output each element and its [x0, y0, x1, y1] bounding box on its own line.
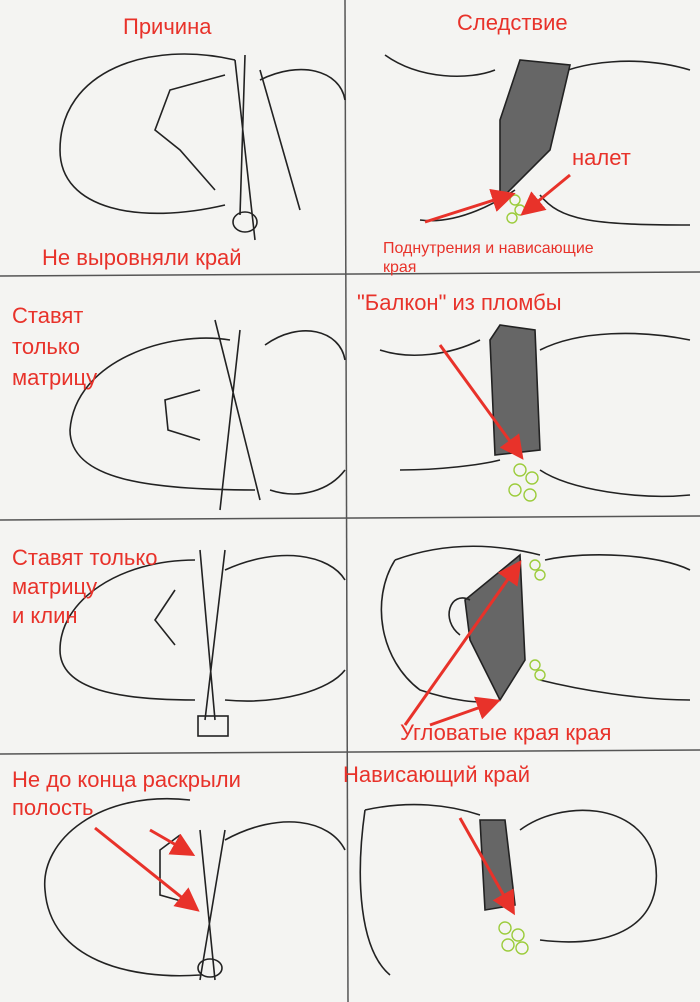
note-plaque: налет — [572, 145, 631, 170]
cause-line: и клин — [12, 603, 78, 628]
cause-uneven-edge: Не выровняли край — [42, 245, 242, 270]
pencil-sketches — [44, 53, 691, 981]
note-undercuts: Поднутрения и нависающие — [383, 240, 594, 257]
cause-matrix-wedge: Ставят только матрицу и клин — [12, 543, 157, 630]
header-cause: Причина — [123, 14, 212, 39]
cause-line: полость — [12, 795, 94, 820]
cause-line: только — [12, 334, 80, 359]
cause-cavity-not-opened: Не до конца раскрыли полость — [12, 766, 241, 822]
cause-line: Ставят — [12, 303, 84, 328]
effect-balcony: "Балкон" из пломбы — [357, 290, 562, 315]
cause-line: Не до конца раскрыли — [12, 767, 241, 792]
header-effect: Следствие — [457, 10, 568, 35]
cause-line: Ставят только — [12, 545, 158, 570]
note-undercuts-2: края — [383, 259, 417, 276]
plaque-marks — [498, 194, 546, 955]
red-arrows — [94, 173, 571, 916]
effect-overhang: Нависающий край — [343, 762, 531, 787]
cause-line: матрицу — [12, 365, 98, 390]
cause-matrix-only: Ставят только матрицу — [12, 300, 97, 393]
cause-line: матрицу — [12, 574, 98, 599]
effect-angular-edges: Угловатые края края — [400, 720, 612, 745]
